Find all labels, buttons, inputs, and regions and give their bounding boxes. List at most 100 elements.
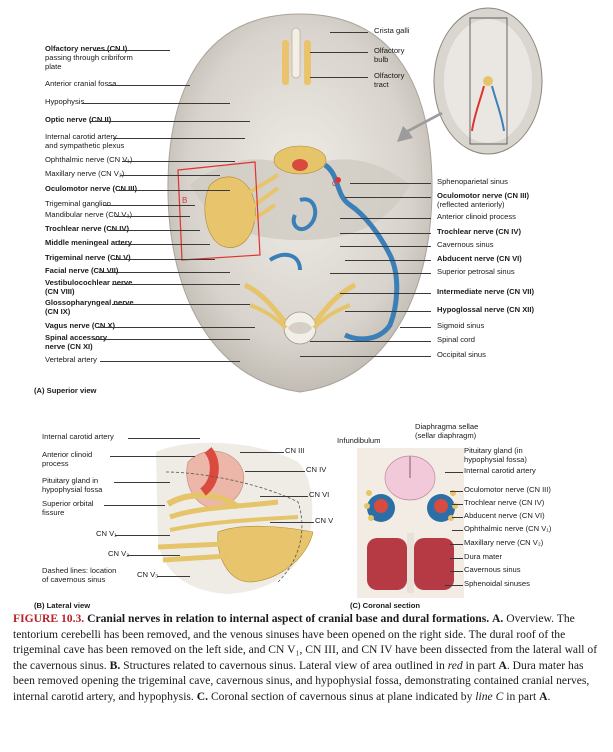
panel-c-leader-line <box>445 471 463 473</box>
panel-a-left-leader-line <box>120 174 220 176</box>
panel-a-left-label: Hypophysis <box>45 97 85 106</box>
caption-part-b-italic: red <box>447 658 463 672</box>
panel-b-leader-line <box>114 481 170 483</box>
panel-a-left-label: Olfactory nerves (CN I) <box>45 44 128 53</box>
superior-view-illustration: C B <box>167 13 433 393</box>
caption-part-a: Overview. The tentorium cerebelli has be… <box>13 612 598 672</box>
panel-b-leader-line <box>110 455 195 457</box>
panel-a-left-label: Maxillary nerve (CN V₂) <box>45 169 125 178</box>
panel-a-right-label: Spinal cord <box>437 335 475 344</box>
caption-part-b-1: Structures related to cavernous sinus. L… <box>123 658 445 672</box>
panel-a-right-leader-line <box>330 31 368 33</box>
panel-a-right-label: Trochlear nerve (CN IV) <box>437 227 521 236</box>
panel-a-left-leader-line <box>100 360 240 362</box>
panel-a-right-label: Oculomotor nerve (CN III) <box>437 191 529 200</box>
panel-b-title: (B) Lateral view <box>34 601 91 610</box>
panel-a-left-leader-line <box>122 160 235 162</box>
panel-b-leader-line <box>260 495 308 497</box>
panel-b-label: CN V₂ <box>108 549 130 558</box>
caption-part-c-2: in part <box>506 689 537 703</box>
panel-a-left-label: (CN IX) <box>45 307 71 316</box>
panel-a-left-label: (CN VIII) <box>45 287 75 296</box>
panel-a-left-label: Spinal accessory <box>45 333 108 342</box>
panel-a-right-label: Abducent nerve (CN VI) <box>437 254 522 263</box>
panel-a-right-label: Hypoglossal nerve (CN XII) <box>437 305 535 314</box>
panel-a-left-leader-line <box>90 120 250 122</box>
panel-c-leader-line <box>450 543 463 545</box>
panel-a-left-label: Middle meningeal artery <box>45 238 132 247</box>
panel-a-left-leader-line <box>112 303 250 305</box>
panel-a-left-label: Glossopharyngeal nerve <box>45 298 134 307</box>
panel-b-leader-line <box>270 521 314 523</box>
panel-a-left-label: Optic nerve (CN II) <box>45 115 112 124</box>
panel-a-left-leader-line <box>118 189 230 191</box>
lateral-view-illustration <box>156 442 314 594</box>
panel-a-right-leader-line <box>310 51 368 53</box>
caption-part-c-italic: line C <box>475 689 504 703</box>
caption-label-c: C. <box>196 689 209 703</box>
panel-c-label: Trochlear nerve (CN IV) <box>464 498 545 507</box>
panel-a-right-leader-line <box>340 232 431 234</box>
panel-a-right-leader-line <box>310 340 431 342</box>
panel-a-left-label: Vertebral artery <box>45 355 97 364</box>
panel-c-label: Ophthalmic nerve (CN V₁) <box>464 524 552 533</box>
panel-a-right-leader-line <box>340 245 431 247</box>
panel-a-right-label: Superior petrosal sinus <box>437 267 515 276</box>
panel-b-leader-line <box>245 470 305 472</box>
panel-a-right-label: Sigmoid sinus <box>437 321 485 330</box>
panel-a-right-label: Sphenoparietal sinus <box>437 177 508 186</box>
panel-c-label: (sellar diaphragm) <box>415 431 477 440</box>
panel-b-label: of cavernous sinus <box>42 575 106 584</box>
panel-a-left-leader-line <box>99 271 230 273</box>
panel-a-left-label: and sympathetic plexus <box>45 141 125 150</box>
panel-a-left-leader-line <box>103 204 195 206</box>
panel-a-right-label: Olfactory <box>374 46 405 55</box>
panel-c-label: Internal carotid artery <box>464 466 536 475</box>
panel-a-left-label: passing through cribriform <box>45 53 133 62</box>
panel-c-leader-line <box>452 503 463 505</box>
panel-b-label: CN III <box>285 446 305 455</box>
panel-c-label: Diaphragma sellae <box>415 422 479 431</box>
panel-a-left-label: Mandibular nerve (CN V₃) <box>45 210 133 219</box>
panel-b-leader-line <box>104 504 165 506</box>
panel-b-label: Internal carotid artery <box>42 432 114 441</box>
panel-b-leader-line <box>115 534 170 536</box>
panel-c-label: Abducent nerve (CN VI) <box>464 511 545 520</box>
panel-a-right-leader-line <box>345 196 431 198</box>
panel-a-left-leader-line <box>108 229 200 231</box>
panel-a-right-leader-line <box>340 217 431 219</box>
panel-a-left-label: Trochlear nerve (CN IV) <box>45 224 129 233</box>
panel-a-left-label: nerve (CN XI) <box>45 342 93 351</box>
panel-b-label: Superior orbital <box>42 499 94 508</box>
panel-c-leader-line <box>452 516 463 518</box>
caption-label-b: B. <box>109 658 121 672</box>
panel-c-leader-line <box>450 490 463 492</box>
marker-b: B <box>182 196 187 205</box>
caption-label-a: A. <box>492 612 504 625</box>
panel-a-right-label: bulb <box>374 55 389 64</box>
panel-b-label: process <box>42 459 69 468</box>
panel-a-right-leader-line <box>345 310 431 312</box>
caption-part-c-1: Coronal section of cavernous sinus at pl… <box>210 689 473 703</box>
panel-a-left-label: plate <box>45 62 62 71</box>
panel-b-label: CN V₃ <box>137 570 159 579</box>
panel-b-label: Anterior clinoid <box>42 450 93 459</box>
figure-caption: FIGURE 10.3. Cranial nerves in relation … <box>13 611 603 705</box>
caption-part-b-3: . Dura mater has been removed opening th… <box>13 658 590 703</box>
panel-a-right-leader-line <box>330 272 431 274</box>
panel-c-leader-line <box>445 584 463 586</box>
panel-c-label: Infundibulum <box>337 436 381 445</box>
panel-c-label: Sphenoidal sinuses <box>464 579 530 588</box>
panel-a-right-leader-line <box>300 355 431 357</box>
panel-b-leader-line <box>128 437 200 439</box>
panel-a-right-leader-line <box>400 326 431 328</box>
panel-a-left-label: Trigeminal nerve (CN V) <box>45 253 131 262</box>
caption-figure-number: FIGURE 10.3. <box>13 612 85 625</box>
panel-b-label: CN V <box>315 516 334 525</box>
inset-skull-illustration <box>432 6 544 156</box>
panel-a-left-leader-line <box>113 137 245 139</box>
panel-a-left-leader-line <box>116 243 210 245</box>
panel-a-right-label: Cavernous sinus <box>437 240 494 249</box>
caption-title: Cranial nerves in relation to internal a… <box>87 612 490 625</box>
panel-a-left-leader-line <box>112 283 240 285</box>
